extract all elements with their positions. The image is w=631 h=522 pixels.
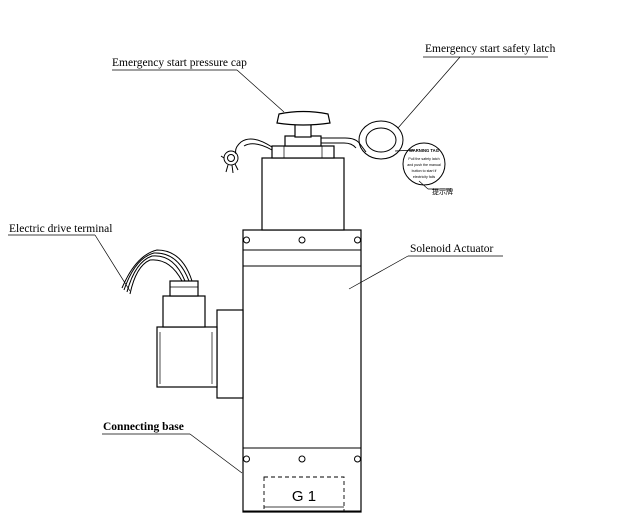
tag-line: button to start if [412, 169, 437, 173]
base-port: G 1 [263, 476, 345, 512]
label-solenoid-actuator: Solenoid Actuator [410, 243, 494, 255]
tag-line: electricity fails [413, 175, 436, 179]
warning-tag: WARNING TAG Pull the safety latch and pu… [394, 142, 453, 196]
latch-cable-left [220, 138, 273, 174]
electric-drive-box [121, 249, 244, 399]
pressure-cap [276, 110, 331, 138]
leader-lines [8, 56, 548, 474]
label-connecting-base: Connecting base [103, 421, 184, 433]
safety-latch [321, 120, 404, 160]
tag-caption: 提示牌 [432, 187, 453, 196]
thread-label: G 1 [292, 488, 316, 505]
tag-line: and push the manual [407, 163, 441, 167]
label-electric-terminal: Electric drive terminal [9, 223, 112, 235]
upper-cylinder [261, 135, 345, 231]
label-safety-latch: Emergency start safety latch [425, 43, 556, 55]
solenoid-body [242, 229, 362, 513]
label-pressure-cap: Emergency start pressure cap [112, 57, 247, 69]
tag-title: WARNING TAG [409, 148, 439, 153]
tag-line: Pull the safety latch [408, 157, 439, 161]
